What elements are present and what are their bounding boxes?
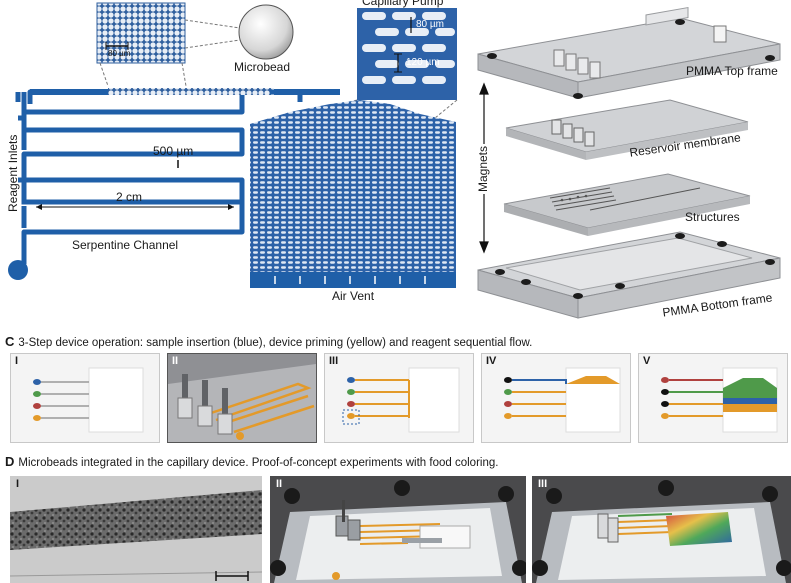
pmma-bottom-frame-layer: [477, 231, 781, 319]
photo-2-device: II: [270, 476, 526, 583]
reagent-inlets-label: Reagent Inlets: [6, 134, 20, 212]
capillary-pump-label: Capillary Pump: [362, 0, 444, 8]
panel-c-caption: 3-Step device operation: sample insertio…: [18, 337, 533, 349]
structures-layer: [503, 173, 751, 236]
air-vent: [250, 272, 456, 288]
step-1-label: I: [15, 355, 19, 367]
dim-80-inset: 80 µm: [108, 49, 131, 58]
photo-1-label: I: [16, 478, 20, 490]
pmma-top-frame-label: PMMA Top frame: [686, 64, 778, 78]
step-2-label: II: [172, 355, 179, 367]
magnets-label: Magnets: [476, 144, 490, 194]
photo-3-device: III: [532, 476, 791, 583]
step-2-thumbnail: II: [167, 353, 317, 443]
panel-a-graphic: [8, 0, 458, 288]
panel-d-caption: Microbeads integrated in the capillary d…: [18, 457, 499, 469]
step-5-label: V: [643, 355, 651, 367]
step-1-thumbnail: I: [10, 353, 160, 443]
photo-3-label: III: [538, 478, 548, 490]
pump-inset: [357, 6, 457, 100]
microbead-sphere: [238, 4, 294, 60]
inlet-port: [8, 260, 28, 280]
step-4-thumbnail: IV: [481, 353, 631, 443]
structures-label: Structures: [685, 210, 740, 224]
reservoir-membrane-layer: [505, 99, 749, 160]
capillary-pump: [250, 100, 456, 272]
air-vent-label: Air Vent: [332, 289, 375, 303]
panel-b-exploded-view: [477, 6, 781, 319]
dim-500: 500 µm: [153, 144, 194, 158]
dim-120: 120 µm: [406, 57, 440, 68]
step-3-label: III: [329, 355, 339, 367]
bead-inset: [96, 2, 186, 64]
step-4-label: IV: [486, 355, 497, 367]
photo-1-micrograph: I: [10, 476, 262, 583]
microbead-label: Microbead: [234, 60, 291, 74]
dim-80-top: 80 µm: [416, 19, 444, 30]
step-5-thumbnail: V: [638, 353, 788, 443]
panel-d-letter: D: [5, 454, 15, 469]
dim-2cm: 2 cm: [116, 190, 143, 204]
photo-2-label: II: [276, 478, 283, 490]
serpentine-channel-label: Serpentine Channel: [72, 238, 179, 252]
pmma-top-frame-layer: [477, 6, 781, 99]
panel-c-letter: C: [5, 334, 15, 349]
step-3-thumbnail: III: [324, 353, 474, 443]
